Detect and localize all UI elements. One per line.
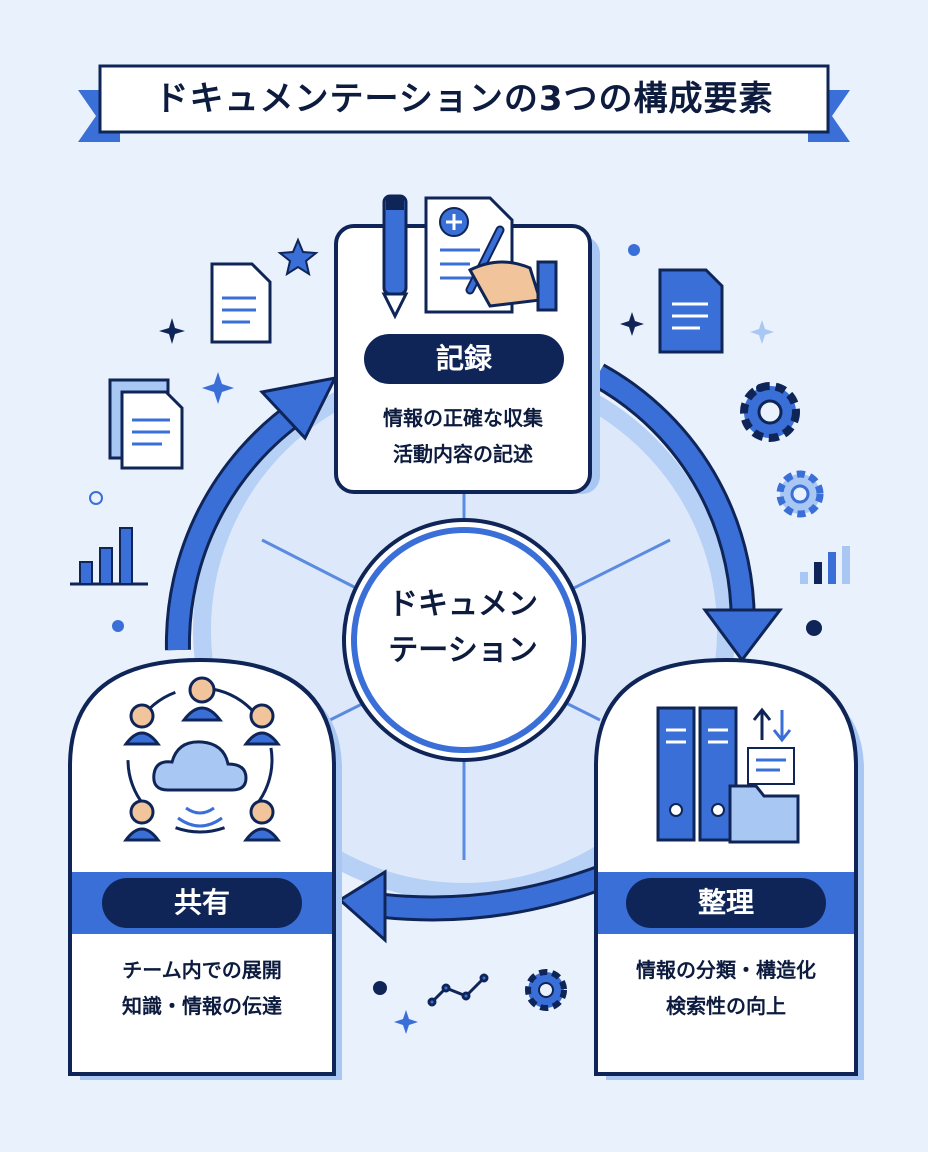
- dot-decorations: [89, 244, 822, 995]
- document-icon-right: [658, 268, 724, 354]
- cycle-arrow-share-to-record: [164, 375, 338, 651]
- pen-icon: [381, 194, 409, 320]
- document-icon: [210, 262, 272, 344]
- center-label: ドキュメン テーション: [340, 582, 586, 674]
- share-card: [68, 657, 342, 1080]
- star-icon: [277, 237, 319, 277]
- line-chart-icon: [427, 973, 489, 1007]
- share-label: 共有: [102, 878, 302, 928]
- organize-desc-line2: 検索性の向上: [666, 994, 786, 1018]
- center-label-line1: ドキュメン: [388, 587, 538, 622]
- organize-label: 整理: [626, 878, 826, 928]
- title-banner: [78, 64, 850, 142]
- center-circle: [342, 518, 586, 762]
- bar-chart-icon: [70, 527, 850, 586]
- people-icon: [123, 676, 281, 842]
- organize-desc-line1: 情報の分類・構造化: [636, 958, 816, 982]
- share-desc-line2: 知識・情報の伝達: [122, 994, 282, 1018]
- share-desc-line1: チーム内での展開: [122, 958, 282, 982]
- record-description: 情報の正確な収集 活動内容の記述: [340, 400, 586, 472]
- page-title: ドキュメンテーションの3つの構成要素: [154, 79, 774, 119]
- folder-icon: [728, 747, 800, 844]
- sort-arrows-icon: [752, 707, 792, 743]
- cycle-arrow-organize-to-share: [337, 857, 625, 944]
- record-desc-line2: 活動内容の記述: [393, 442, 533, 466]
- center-label-line2: テーション: [388, 633, 538, 668]
- share-description: チーム内での展開 知識・情報の伝達: [74, 952, 330, 1024]
- document-edit-icon: [424, 196, 558, 314]
- record-desc-line1: 情報の正確な収集: [383, 406, 543, 430]
- sparkle-icon: [159, 312, 774, 1034]
- cloud-icon: [152, 740, 248, 828]
- organize-description: 情報の分類・構造化 検索性の向上: [600, 952, 852, 1024]
- record-label: 記録: [364, 334, 564, 384]
- gear-icon: [525, 382, 824, 1011]
- cycle-arrow-record-to-organize: [591, 363, 784, 663]
- document-stack-icon: [108, 378, 184, 470]
